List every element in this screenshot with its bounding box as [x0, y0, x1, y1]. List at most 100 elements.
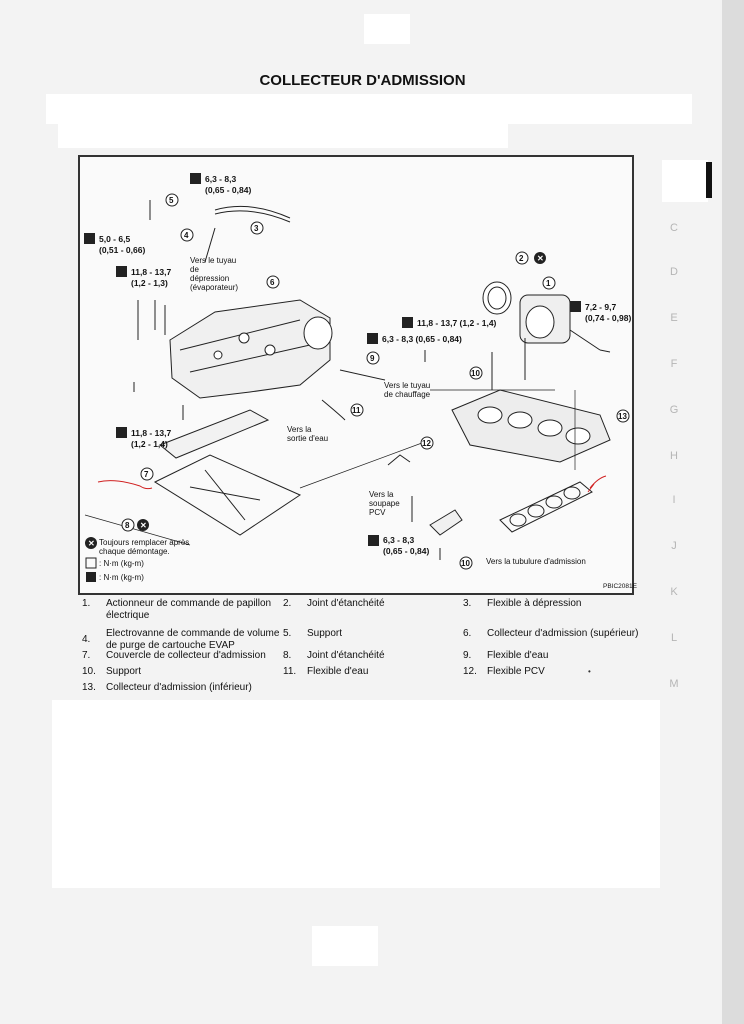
part-number-markers: 1 2 3 4 5 6 7 8 9 10 11 12 13 10 — [121, 193, 630, 570]
svg-text:Toujours remplacer après: Toujours remplacer après — [99, 538, 189, 547]
hose-11 — [321, 399, 346, 421]
legend-number: 5. — [283, 628, 292, 639]
redaction-block — [364, 14, 410, 44]
replace-marks: ✕ ✕ — [137, 252, 546, 531]
svg-text:(0,65 - 0,84): (0,65 - 0,84) — [205, 185, 251, 195]
svg-text:12: 12 — [422, 439, 431, 448]
red-annotation-mark — [97, 480, 153, 490]
redaction-block — [52, 700, 660, 888]
legend-number: 11. — [283, 666, 297, 677]
side-letter: L — [670, 632, 678, 644]
side-letter: K — [670, 586, 678, 598]
legend-number: 13. — [82, 682, 96, 693]
svg-text:chaque démontage.: chaque démontage. — [99, 547, 170, 556]
side-letter: E — [670, 312, 678, 324]
side-letter: G — [669, 404, 679, 416]
upper-manifold-shape — [169, 299, 331, 399]
svg-text:6,3 - 8,3: 6,3 - 8,3 — [383, 535, 414, 545]
callout-labels: Vers le tuyau de dépression (évaporateur… — [190, 256, 586, 566]
svg-text:(0,51 - 0,66): (0,51 - 0,66) — [99, 245, 145, 255]
section-tab — [662, 160, 708, 202]
side-letter: F — [670, 358, 678, 370]
side-letter: D — [670, 266, 678, 278]
svg-text:•: • — [588, 667, 591, 676]
legend-text: Flexible PCV — [487, 666, 545, 677]
svg-text:dépression: dépression — [190, 274, 229, 283]
legend-number: 12. — [463, 666, 477, 677]
diagram-frame — [78, 155, 634, 595]
side-letter: C — [670, 222, 678, 234]
legend-text: Flexible d'eau — [307, 666, 369, 677]
section-tab-marker — [706, 162, 712, 198]
svg-text:de: de — [190, 265, 199, 274]
side-letter: I — [672, 494, 676, 506]
svg-text:7,2 - 9,7: 7,2 - 9,7 — [585, 302, 616, 312]
svg-text:de chauffage: de chauffage — [384, 390, 431, 399]
redaction-block — [46, 94, 692, 124]
side-letter: H — [670, 450, 678, 462]
svg-text:10: 10 — [471, 369, 480, 378]
legend-number: 4. — [82, 634, 91, 645]
side-letter: M — [669, 678, 679, 690]
redaction-block — [312, 926, 378, 966]
legend-text: Collecteur d'admission (supérieur) — [487, 628, 639, 639]
svg-text:11,8 - 13,7: 11,8 - 13,7 — [131, 267, 171, 277]
svg-text:(évaporateur): (évaporateur) — [190, 283, 238, 292]
svg-text:soupape: soupape — [369, 499, 400, 508]
legend-text: Joint d'étanchéité — [307, 598, 385, 609]
torque-labels: 6,3 - 8,3 (0,65 - 0,84) 5,0 - 6,5 (0,51 … — [99, 174, 631, 556]
legend-text: Actionneur de commande de papillon élect… — [106, 598, 272, 621]
legend-number: 1. — [82, 598, 91, 609]
port-gasket-shape — [499, 481, 593, 533]
legend-text: Couvercle de collecteur d'admission — [106, 650, 266, 661]
svg-text:sortie d'eau: sortie d'eau — [287, 434, 328, 443]
legend-number: 8. — [283, 650, 292, 661]
diagram-key: ✕ Toujours remplacer après chaque démont… — [85, 537, 189, 582]
svg-text:11: 11 — [352, 406, 361, 415]
legend-text: Flexible à dépression — [487, 598, 582, 609]
redaction-block — [58, 122, 508, 148]
throttle-neck — [303, 316, 333, 350]
svg-text:Vers le tuyau: Vers le tuyau — [190, 256, 236, 265]
svg-text:6,3 - 8,3 (0,65 - 0,84): 6,3 - 8,3 (0,65 - 0,84) — [382, 334, 462, 344]
legend-text: Support — [106, 666, 142, 677]
svg-text:PCV: PCV — [369, 508, 386, 517]
svg-text:13: 13 — [618, 412, 627, 421]
svg-text:: N·m (kg-m): : N·m (kg-m) — [99, 559, 144, 568]
svg-text:✕: ✕ — [537, 254, 544, 263]
svg-text:4: 4 — [184, 231, 189, 240]
svg-text:Vers la tubulure d'admission: Vers la tubulure d'admission — [486, 557, 586, 566]
figure-code: PBIC2081E — [603, 583, 637, 590]
legend-text: Joint d'étanchéité — [307, 650, 385, 661]
svg-text:Vers la: Vers la — [369, 490, 394, 499]
svg-text:: N·m (kg-m): : N·m (kg-m) — [99, 573, 144, 582]
side-letter: J — [671, 540, 677, 552]
svg-text:5,0 - 6,5: 5,0 - 6,5 — [99, 234, 130, 244]
svg-text:10: 10 — [461, 559, 470, 568]
svg-text:7: 7 — [144, 470, 149, 479]
torque-icons — [84, 173, 581, 546]
legend-number: 2. — [283, 598, 292, 609]
red-annotation-mark — [587, 475, 607, 493]
svg-text:✕: ✕ — [88, 539, 95, 548]
svg-text:1: 1 — [546, 279, 551, 288]
svg-text:(1,2 - 1,4): (1,2 - 1,4) — [131, 439, 168, 449]
lower-manifold-shape — [451, 389, 611, 463]
svg-text:Vers la: Vers la — [287, 425, 312, 434]
gasket-2-shape — [482, 281, 512, 315]
svg-text:9: 9 — [370, 354, 375, 363]
legend-text: Support — [307, 628, 343, 639]
svg-text:(1,2 - 1,3): (1,2 - 1,3) — [131, 278, 168, 288]
legend-number: 7. — [82, 650, 91, 661]
hose-9 — [339, 369, 386, 381]
legend-number: 3. — [463, 598, 472, 609]
svg-text:3: 3 — [254, 224, 259, 233]
svg-text:11,8 - 13,7 (1,2 - 1,4): 11,8 - 13,7 (1,2 - 1,4) — [417, 318, 497, 328]
legend-text: Flexible d'eau — [487, 650, 549, 661]
svg-text:11,8 - 13,7: 11,8 - 13,7 — [131, 428, 171, 438]
svg-text:(0,74 - 0,98): (0,74 - 0,98) — [585, 313, 631, 323]
svg-text:2: 2 — [519, 254, 524, 263]
legend-number: 9. — [463, 650, 472, 661]
legend-number: 6. — [463, 628, 472, 639]
